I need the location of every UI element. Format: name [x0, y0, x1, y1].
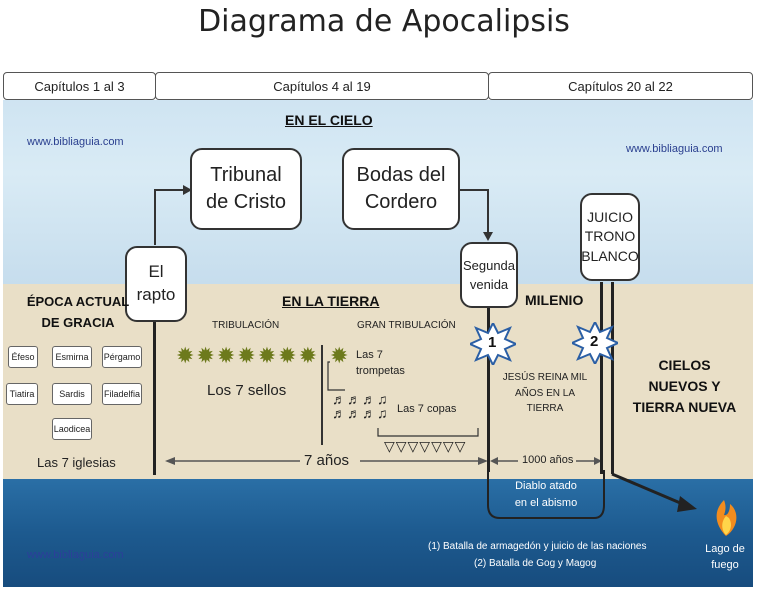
rapture-box: El rapto [125, 246, 187, 322]
website-link-top-left[interactable]: www.bibliaguia.com [27, 136, 124, 148]
marker-1-label: 1 [488, 334, 497, 351]
seals-icons: ✹✹✹✹✹✹✹ [176, 343, 320, 368]
tribulation-label: TRIBULACIÓN [212, 320, 280, 331]
wedding-lamb-box: Bodas del Cordero [342, 148, 460, 230]
lake-of-fire-label: Lago de fuego [705, 543, 745, 571]
church-esmirna: Esmirna [52, 346, 92, 368]
second-coming-line [487, 307, 490, 472]
second-coming-box: Segunda venida [460, 242, 518, 308]
church-laodicea: Laodicea [52, 418, 92, 440]
abyss-label: Diablo atado en el abismo [514, 480, 578, 509]
bowl-icons: ▽▽▽▽▽▽▽ [384, 438, 467, 454]
note-1: (1) Batalla de armagedón y juicio de las… [428, 541, 647, 552]
marker-2-burst [572, 322, 618, 364]
fire-icon [710, 498, 740, 538]
millennium-label: MILENIO [525, 292, 584, 308]
millennium-text: JESÚS REINA MIL AÑOS EN LA TIERRA [502, 372, 588, 414]
note-2: (2) Batalla de Gog y Magog [474, 558, 597, 569]
website-link-bottom[interactable]: www.bibliaguia.com [27, 549, 124, 561]
new-heavens-label: CIELOS NUEVOS Y TIERRA NUEVA [632, 357, 737, 415]
church-efeso: Éfeso [8, 346, 38, 368]
trumpets-caption: Las 7 trompetas [356, 349, 405, 377]
seven-years-label: 7 años [304, 452, 350, 469]
church-tiatira: Tiatira [6, 383, 38, 405]
trumpet-star-icon: ✹ [330, 343, 349, 368]
abyss-band [3, 479, 753, 587]
church-pergamo: Pérgamo [102, 346, 142, 368]
bowls-caption: Las 7 copas [397, 403, 457, 415]
great-tribulation-label: GRAN TRIBULACIÓN [357, 320, 456, 331]
marker-2-label: 2 [590, 333, 599, 350]
seals-caption: Los 7 sellos [207, 382, 287, 399]
page-title: Diagrama de Apocalipsis [198, 4, 570, 39]
trumpet-icons: ♬♬♬♫♬♬♬♫ [332, 391, 389, 421]
white-throne-line-right [611, 282, 614, 474]
judgment-seat-box: Tribunal de Cristo [190, 148, 302, 230]
white-throne-line-left [600, 282, 603, 474]
white-throne-box: JUICIO TRONO BLANCO [580, 193, 640, 281]
chapter-header-1-3: Capítulos 1 al 3 [3, 72, 156, 100]
church-filadelfia: Filadelfia [102, 383, 142, 405]
churches-caption: Las 7 iglesias [37, 455, 116, 470]
rapture-line [153, 322, 156, 475]
thousand-years-label: 1000 años [522, 454, 574, 466]
epoch-title: ÉPOCA ACTUAL DE GRACIA [26, 294, 130, 330]
church-sardis: Sardis [52, 383, 92, 405]
chapter-header-20-22: Capítulos 20 al 22 [488, 72, 753, 100]
website-link-top-right[interactable]: www.bibliaguia.com [626, 143, 723, 155]
marker-1-burst [470, 323, 516, 365]
heaven-heading: EN EL CIELO [285, 112, 373, 128]
earth-heading: EN LA TIERRA [282, 293, 380, 309]
